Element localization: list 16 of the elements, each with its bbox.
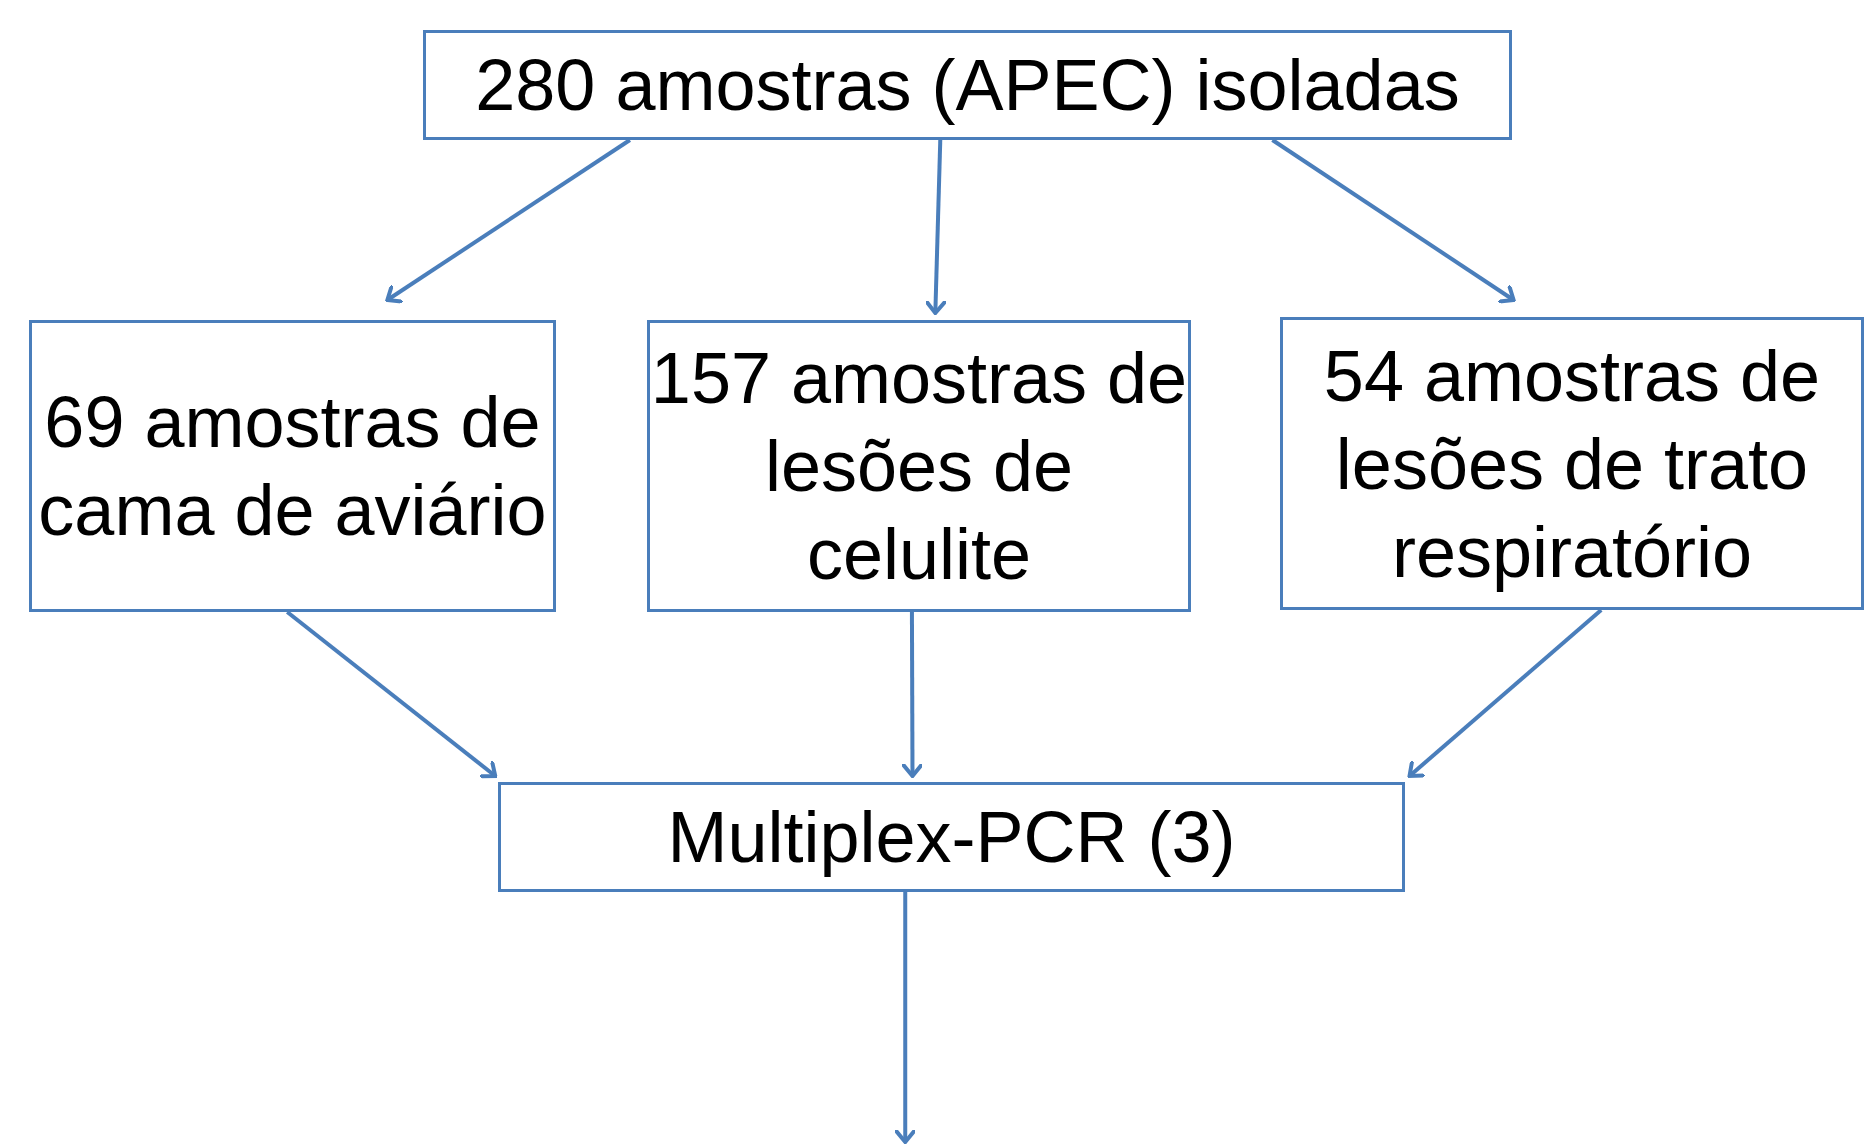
- box-label: Multiplex-PCR (3): [667, 796, 1236, 879]
- process-box: [1280, 317, 1864, 610]
- arrow: [924, 139, 947, 315]
- arrow: [286, 610, 498, 779]
- arrow: [1407, 608, 1603, 778]
- arrow: [385, 138, 631, 304]
- process-box: [498, 782, 1405, 892]
- box-label: 54 amostras de lesões de trato respiratório: [1322, 334, 1822, 594]
- box-label: 69 amostras de cama de aviário: [37, 381, 548, 552]
- box-label: 157 amostras de lesões de celulite: [650, 337, 1188, 596]
- process-box: [423, 30, 1512, 140]
- box-label: 280 amostras (APEC) isoladas: [475, 44, 1460, 127]
- process-box: [29, 320, 556, 612]
- arrow: [901, 612, 924, 778]
- arrow: [1271, 138, 1516, 304]
- arrow: [894, 892, 917, 1144]
